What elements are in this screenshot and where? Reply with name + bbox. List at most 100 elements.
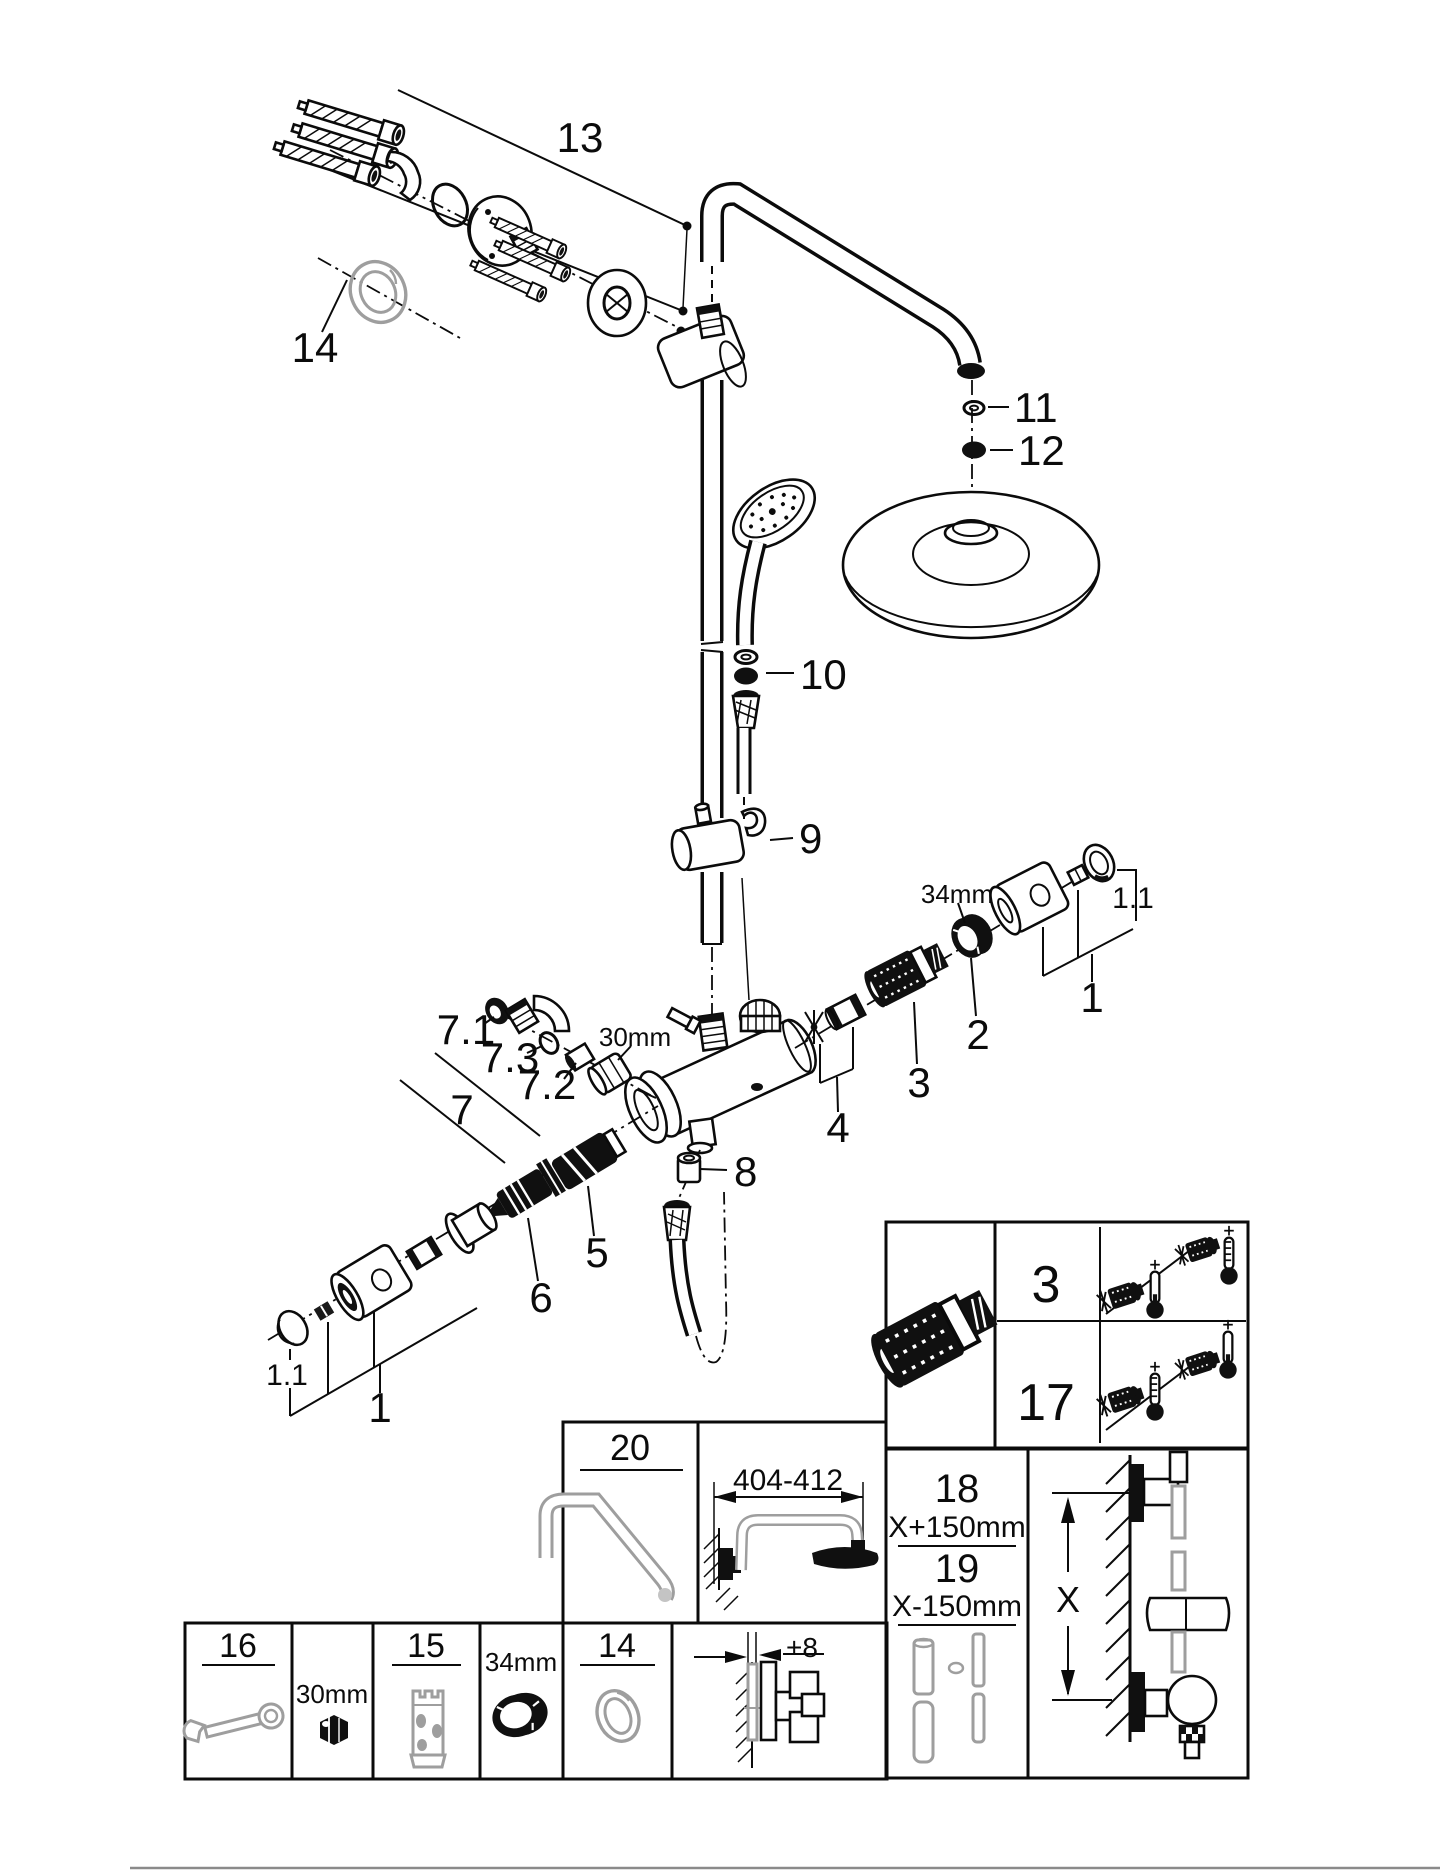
panel-16-number: 16 [219, 1627, 257, 1665]
callout-6: 6 [529, 1274, 552, 1321]
right-chain [794, 843, 1137, 1113]
part-7-elbow [504, 994, 571, 1035]
outlet-elbow-group [399, 994, 653, 1164]
dim-34mm: 34mm [921, 879, 993, 909]
spare-arm-tip [658, 1588, 672, 1602]
callout-13: 13 [557, 114, 604, 161]
group7-bracket-line1 [434, 1052, 541, 1137]
ring-14-gray [595, 1689, 641, 1743]
mount-dot-2 [678, 306, 688, 316]
ref-row-17: 17 [1017, 1374, 1075, 1432]
thermometer-plain-icon [1218, 1318, 1238, 1380]
panel-18-dim: X+150mm [888, 1511, 1026, 1544]
arm-length-dim: 404-412 [733, 1464, 843, 1497]
left-chain [266, 1105, 659, 1417]
mount-dot-link [682, 228, 688, 309]
rail-slider [670, 802, 767, 872]
part-5-aquadimmer [551, 1127, 628, 1190]
rail-length-panels: 18 X+150mm 19 X-150mm [884, 1447, 1250, 1780]
thermometer-scale-icon [1219, 1224, 1239, 1286]
escutcheon-ring [586, 268, 648, 338]
part-3-check-valve [858, 935, 954, 1012]
callout-9: 9 [799, 815, 822, 862]
callout-8: 8 [734, 1148, 757, 1195]
panel-20-number: 20 [610, 1427, 650, 1468]
part-2-ring-34mm [951, 914, 993, 958]
hose-loop-axis [695, 1191, 728, 1364]
callout-1-1-left: 1.1 [266, 1359, 308, 1392]
riser-and-arm [656, 181, 985, 1016]
rail-joint-bottom [700, 649, 724, 653]
bracket-4-diag [819, 1068, 854, 1084]
hose-bottom-inner [672, 1239, 699, 1336]
plus8-panel: +8 [694, 1632, 826, 1768]
hose-cone-fitting-top [731, 690, 761, 730]
hand-shower-head [731, 478, 817, 550]
o-ring-11 [962, 400, 986, 416]
plus8-dim: +8 [786, 1632, 818, 1663]
shower-arm-outer [700, 181, 982, 367]
wall-union-tee [656, 302, 747, 389]
wall-union-exploded-group [270, 89, 692, 339]
arm-install-drawing [703, 1514, 879, 1611]
panel-18-number: 18 [935, 1467, 980, 1511]
part-adapter-small [405, 1235, 443, 1271]
part-1-1-ring-right [1082, 843, 1116, 883]
panel-30mm-dim: 30mm [296, 1679, 368, 1709]
union-o-ring [430, 182, 470, 228]
slider-hook [740, 807, 767, 837]
arm-panels: 20 404-412 [538, 1420, 888, 1625]
ring-34mm [492, 1692, 548, 1738]
install-tool-gray [409, 1689, 447, 1769]
bottom-hose-group [662, 1149, 728, 1364]
hose-connector-checkered [1178, 1724, 1206, 1744]
bracket-1-right-diag [1042, 928, 1134, 977]
callout-5: 5 [585, 1229, 608, 1276]
valve-top-port [697, 1012, 729, 1052]
dim30-leader [617, 1045, 632, 1061]
callout-3: 3 [907, 1059, 930, 1106]
head-shower-group [841, 380, 1101, 640]
callout-1-right: 1 [1080, 974, 1103, 1021]
check-valve-icon [1094, 1277, 1148, 1315]
callout-7-1: 7.1 [437, 1006, 495, 1053]
check-valve-icon [1094, 1381, 1148, 1419]
part-1-handle-left [330, 1244, 413, 1322]
wall-x-dim: X [1056, 1579, 1080, 1620]
callout6-leader [527, 1217, 539, 1282]
ref-row-3-icons [1094, 1224, 1239, 1320]
callout-11: 11 [1014, 384, 1058, 431]
callout-7: 7 [450, 1086, 473, 1133]
pipe-clamp [385, 150, 422, 202]
valve-bottom-port [686, 1116, 718, 1155]
check-valve-icon [1173, 1232, 1223, 1268]
thermometer-plain-icon [1145, 1258, 1165, 1320]
shower-arm-inner [703, 185, 979, 366]
bracket-1-1-right [1117, 869, 1137, 921]
callout-2: 2 [966, 1011, 989, 1058]
ref-row-17-icons [1094, 1318, 1238, 1431]
wrench-gray [182, 1702, 285, 1744]
part-1-grub-screw-right [1065, 863, 1091, 887]
callout-10: 10 [800, 651, 847, 698]
group13-bracket-line-top [397, 89, 688, 227]
ref-row-3: 3 [1032, 1256, 1061, 1314]
bracket-1-left-diag [289, 1307, 478, 1417]
thermostat-valve-body [623, 998, 817, 1155]
part-4-star [804, 1010, 824, 1044]
thermometer-scale-icon [1145, 1360, 1165, 1422]
part-8-coupler [676, 1151, 702, 1184]
callout-14: 14 [292, 324, 339, 371]
valve-port-bolt [665, 1006, 703, 1035]
dim-30mm: 30mm [599, 1022, 671, 1052]
callouts: 13 14 11 12 10 9 1.1 1 2 3 4 34mm 7.1 7.… [266, 114, 1154, 1431]
callout7-2-leader [563, 1062, 577, 1080]
mount-dot-1 [682, 221, 692, 231]
hose-cone-fitting-bottom [662, 1200, 692, 1242]
dim34-leader [957, 902, 966, 924]
part-1-grub-screw-left [313, 1301, 335, 1321]
hose-drop-line [741, 877, 750, 1001]
tool-strip: 16 30mm 15 34mm [182, 1621, 889, 1781]
